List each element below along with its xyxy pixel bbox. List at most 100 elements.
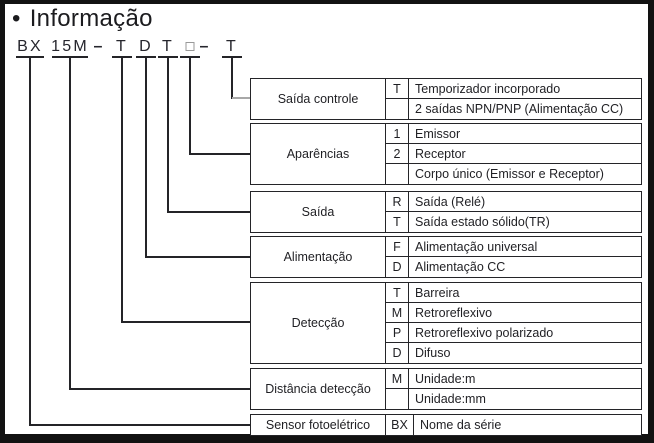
connector-line-vertical (69, 58, 71, 390)
code-cell: R (386, 192, 409, 211)
code-cell: T (386, 79, 409, 98)
code-cell: 2 (386, 144, 409, 163)
table-row: M Retroreflexivo (386, 303, 641, 323)
description-cell: Retroreflexivo (415, 305, 493, 320)
bullet-icon: • (12, 5, 21, 32)
description-cell: Retroreflexivo polarizado (415, 325, 554, 340)
connector-line-vertical (121, 58, 123, 323)
table-row: P Retroreflexivo polarizado (386, 323, 641, 343)
model-code-segment: D (139, 38, 153, 55)
table-row: M Unidade:m (386, 369, 641, 389)
code-cell: T (386, 283, 409, 302)
table-row: Unidade:mm (386, 389, 641, 409)
description-cell: Saída estado sólido(TR) (415, 215, 550, 229)
table-rows: T Temporizador incorporado 2 saídas NPN/PN… (386, 79, 641, 119)
connector-line-horizontal (70, 388, 250, 390)
code-cell: D (386, 257, 409, 277)
table-row: T Temporizador incorporado (386, 79, 641, 99)
table-label: Alimentação (251, 237, 386, 277)
table-row: D Difuso (386, 343, 641, 363)
table-row: F Alimentação universal (386, 237, 641, 257)
description-cell: Emissor (415, 126, 461, 141)
description-cell: Difuso (415, 346, 451, 360)
page-title-text: Informação (29, 5, 153, 32)
description-cell: 2 saídas NPN/PNP (Alimentação CC) (415, 102, 624, 116)
connector-line-vertical (145, 58, 147, 258)
connector-line-horizontal (168, 211, 250, 213)
table-label: Sensor fotoelétrico (251, 415, 386, 435)
connector-line-horizontal (30, 424, 250, 426)
model-code-dash: – (93, 38, 103, 55)
code-tick-line (16, 56, 44, 58)
connector-line-vertical (29, 58, 31, 426)
model-code-segment: T (226, 38, 238, 55)
description-cell: Receptor (415, 146, 466, 161)
table-label: Saída controle (251, 79, 386, 119)
code-tick-line (112, 56, 132, 58)
description-cell: Alimentação universal (415, 239, 538, 254)
connector-line-horizontal (122, 321, 250, 323)
table-rows: R Saída (Relé) T Saída estado sólido(TR) (386, 192, 641, 232)
code-cell: M (386, 303, 409, 322)
table-row: 2 saídas NPN/PNP (Alimentação CC) (386, 99, 641, 119)
code-tick-line (222, 56, 242, 58)
table-rows: BX Nome da série (386, 415, 641, 435)
code-cell: T (386, 212, 409, 232)
table-row: 2 Receptor (386, 144, 641, 164)
table-row: Corpo único (Emissor e Receptor) (386, 164, 641, 184)
connector-line-horizontal (146, 256, 250, 258)
code-tick-line (52, 56, 88, 58)
code-cell (386, 164, 409, 184)
connector-line-vertical (167, 58, 169, 213)
code-cell (386, 99, 409, 119)
table-label: Aparências (251, 124, 386, 184)
code-cell: F (386, 237, 409, 256)
model-code-placeholder-box (185, 42, 195, 51)
table-row: T Barreira (386, 283, 641, 303)
table-label: Saída (251, 192, 386, 232)
table-row: 1 Emissor (386, 124, 641, 144)
table-row: D Alimentação CC (386, 257, 641, 277)
connector-line-vertical (189, 58, 191, 155)
code-cell: P (386, 323, 409, 342)
code-tick-line (180, 56, 200, 58)
connector-line-horizontal (232, 97, 250, 99)
description-cell: Nome da série (420, 418, 502, 432)
description-cell: Barreira (415, 285, 460, 300)
model-code-segment: T (162, 38, 174, 55)
description-cell: Alimentação CC (415, 260, 506, 274)
code-cell: D (386, 343, 409, 363)
table-label: Distância detecção (251, 369, 386, 409)
description-cell: Unidade:m (415, 371, 476, 386)
description-cell: Temporizador incorporado (415, 81, 561, 96)
connector-line-horizontal (190, 153, 250, 155)
code-cell: M (386, 369, 409, 388)
description-cell: Unidade:mm (415, 392, 486, 406)
model-code-segment: BX (17, 38, 43, 55)
description-cell: Saída (Relé) (415, 194, 486, 209)
table-row: R Saída (Relé) (386, 192, 641, 212)
model-code-segment: 15M (51, 38, 89, 55)
page-title: • Informação (12, 5, 153, 33)
code-tick-line (136, 56, 156, 58)
code-cell: BX (386, 415, 414, 435)
code-cell: 1 (386, 124, 409, 143)
table-row: T Saída estado sólido(TR) (386, 212, 641, 232)
connector-line-vertical (231, 58, 233, 99)
code-cell (386, 389, 409, 409)
code-tick-line (158, 56, 178, 58)
table-row: BX Nome da série (386, 415, 641, 435)
description-cell: Corpo único (Emissor e Receptor) (415, 167, 604, 181)
